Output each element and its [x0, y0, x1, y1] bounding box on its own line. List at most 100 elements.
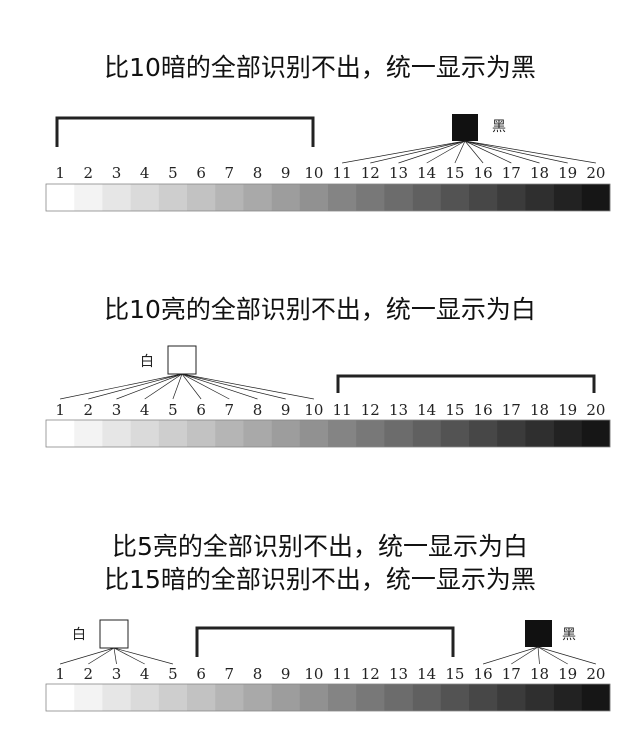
gray-level-cell [328, 184, 357, 211]
panel-1-fan-lines [342, 140, 596, 164]
gray-level-cell [412, 420, 442, 447]
level-number: 16 [474, 401, 493, 419]
gray-level-cell [525, 184, 554, 211]
gray-level-cell [158, 684, 188, 711]
level-number: 5 [168, 665, 178, 683]
panel-1-bracket [55, 116, 315, 147]
gray-level-cell [525, 420, 554, 447]
fan-line [181, 373, 202, 400]
gray-level-cell [469, 184, 498, 211]
gray-level-cell [74, 420, 103, 447]
level-number: 4 [140, 665, 150, 683]
fan-line [113, 647, 173, 665]
gray-level-cell [130, 684, 160, 711]
fan-line [537, 646, 596, 665]
level-number: 14 [417, 164, 436, 182]
level-number: 9 [281, 665, 291, 683]
fan-line [482, 646, 539, 665]
gray-level-cell [581, 684, 611, 711]
panel-1-title: 比10暗的全部识别不出，统一显示为黑 [104, 53, 536, 82]
fan-line [116, 373, 183, 400]
fan-line [88, 647, 115, 665]
panel-3-black-swatch [525, 620, 552, 647]
level-number: 12 [361, 665, 380, 683]
fan-line [426, 140, 466, 164]
gray-level-cell [158, 420, 188, 447]
gray-level-cell [497, 184, 526, 211]
level-number: 18 [530, 665, 549, 683]
level-number: 3 [112, 164, 122, 182]
level-number: 15 [445, 401, 464, 419]
level-number: 7 [225, 665, 235, 683]
level-number: 19 [558, 665, 577, 683]
level-number: 10 [304, 164, 323, 182]
gray-level-cell [187, 184, 216, 211]
gray-level-cell [46, 184, 75, 211]
level-number: 3 [112, 665, 122, 683]
fan-line [342, 140, 466, 164]
level-number: 10 [304, 665, 323, 683]
level-number: 12 [361, 401, 380, 419]
gray-level-cell [497, 420, 526, 447]
fan-line [537, 646, 568, 665]
fan-line [181, 373, 314, 400]
gray-level-cell [215, 420, 244, 447]
gray-level-cell [130, 420, 160, 447]
fan-line [144, 373, 183, 400]
gray-level-cell [46, 684, 75, 711]
panel-3-black-label: 黑 [562, 627, 576, 643]
level-number: 19 [558, 401, 577, 419]
level-number: 20 [586, 401, 605, 419]
gray-level-cell [158, 184, 188, 211]
level-number: 17 [502, 401, 521, 419]
level-number: 4 [140, 164, 150, 182]
gray-level-cell [497, 684, 526, 711]
fan-line [172, 373, 183, 400]
level-number: 6 [196, 401, 206, 419]
level-number: 17 [502, 164, 521, 182]
level-number: 11 [333, 401, 352, 419]
level-number: 12 [361, 164, 380, 182]
level-number: 7 [225, 401, 235, 419]
panel-2-white-swatch [167, 345, 197, 375]
gray-level-cell [243, 184, 272, 211]
fan-line [464, 140, 540, 164]
gray-level-cell [553, 420, 583, 447]
gray-level-cell [299, 684, 329, 711]
gray-scale-bar-outline [45, 683, 611, 712]
panel-1-black-swatch [452, 114, 478, 141]
gray-level-cell [102, 184, 131, 211]
gray-level-cell [440, 420, 470, 447]
fan-line [181, 373, 286, 400]
level-number: 1 [55, 401, 65, 419]
panel-3-title-line-1: 比5亮的全部识别不出，统一显示为白 [112, 532, 528, 561]
gray-level-cell [581, 184, 611, 211]
level-number: 18 [530, 164, 549, 182]
fan-line [454, 140, 466, 164]
gray-level-cell [187, 684, 216, 711]
gray-level-cell [187, 420, 216, 447]
panel-3-bracket [195, 626, 455, 657]
panel-3-fan-lines [60, 646, 596, 665]
level-number: 18 [530, 401, 549, 419]
gray-level-cell [215, 684, 244, 711]
fan-line [370, 140, 466, 164]
level-number: 1 [55, 164, 65, 182]
gray-level-cell [243, 420, 272, 447]
gray-level-cell [102, 684, 131, 711]
fan-line [113, 647, 117, 665]
level-number: 20 [586, 164, 605, 182]
level-number: 11 [333, 164, 352, 182]
fan-line [181, 373, 230, 400]
gray-level-cell [299, 420, 329, 447]
gray-level-cell [243, 684, 272, 711]
level-number: 3 [112, 401, 122, 419]
gray-level-cell [581, 420, 611, 447]
gray-level-cell [356, 184, 385, 211]
fan-line [60, 373, 183, 400]
